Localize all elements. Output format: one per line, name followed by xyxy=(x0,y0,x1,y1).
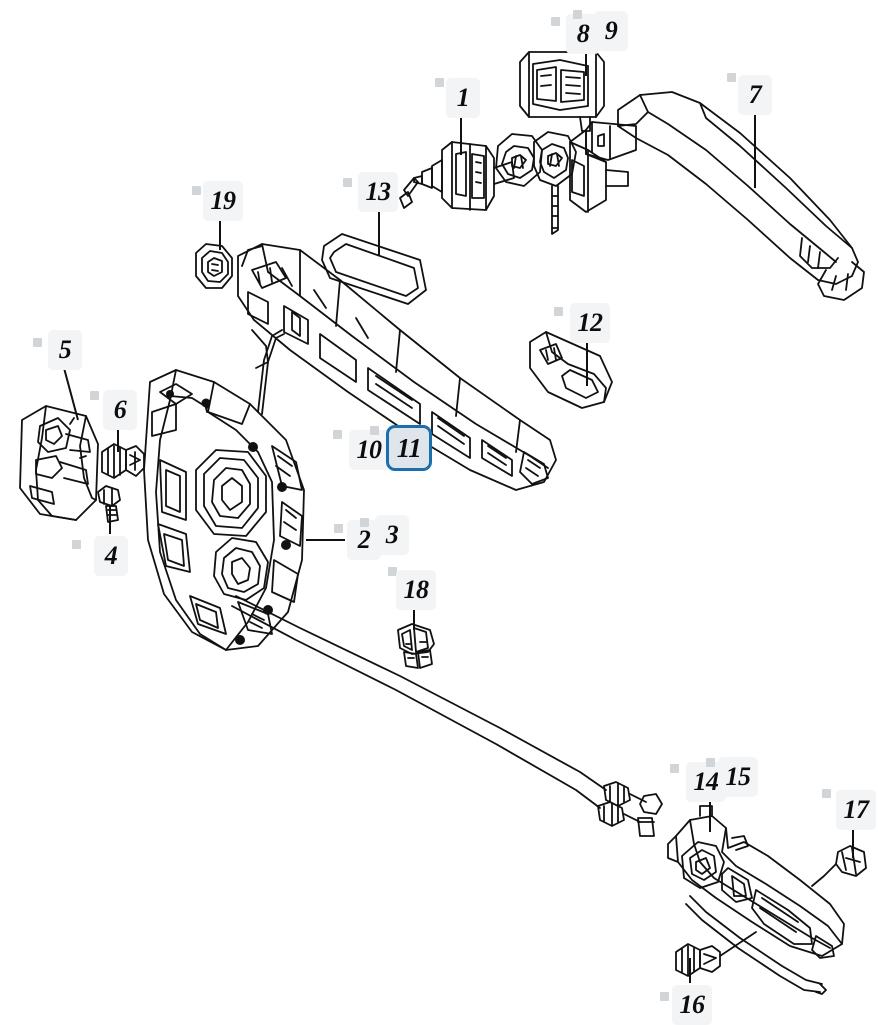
callout-19[interactable]: 19 xyxy=(203,181,243,221)
callout-1[interactable]: 1 xyxy=(446,78,480,118)
callout-marker-9 xyxy=(573,10,582,19)
callout-marker-3 xyxy=(360,518,369,527)
callout-9[interactable]: 9 xyxy=(594,11,628,51)
door-latch-assembly-part xyxy=(143,329,305,651)
callout-marker-17 xyxy=(822,789,831,798)
callout-marker-19 xyxy=(192,186,201,195)
callout-marker-12 xyxy=(554,307,563,316)
callout-marker-6 xyxy=(90,391,99,400)
callout-4[interactable]: 4 xyxy=(94,536,128,576)
lock-cylinder-part xyxy=(399,141,515,211)
inside-handle-screw-part xyxy=(675,931,757,977)
handle-end-cap-part xyxy=(519,51,605,132)
callout-marker-16 xyxy=(660,992,669,1001)
callout-marker-11 xyxy=(370,426,379,435)
callout-marker-15 xyxy=(706,758,715,767)
handle-base-frame-part xyxy=(237,243,557,491)
key-set-part xyxy=(495,131,577,235)
handle-base-gasket-part xyxy=(321,233,427,305)
lock-cylinder-cover-part xyxy=(529,331,613,409)
inside-door-handle-part xyxy=(667,805,845,995)
callout-15[interactable]: 15 xyxy=(718,757,758,797)
callout-marker-1 xyxy=(435,78,444,87)
callout-marker-18 xyxy=(388,567,397,576)
callout-7[interactable]: 7 xyxy=(738,75,772,115)
callout-marker-10 xyxy=(333,430,342,439)
callout-marker-7 xyxy=(727,73,736,82)
callout-18[interactable]: 18 xyxy=(396,570,436,610)
cable-joint-clip-part xyxy=(397,623,435,669)
callout-17[interactable]: 17 xyxy=(836,790,876,830)
door-striker-part xyxy=(19,405,99,521)
callout-marker-13 xyxy=(343,178,352,187)
outside-door-handle-part xyxy=(569,91,865,301)
callout-5[interactable]: 5 xyxy=(48,330,82,370)
callout-10[interactable]: 10 xyxy=(349,430,389,470)
callout-marker-5 xyxy=(33,338,42,347)
striker-screw-part xyxy=(101,443,145,479)
callout-6[interactable]: 6 xyxy=(103,390,137,430)
callout-marker-2 xyxy=(334,524,343,533)
cable-retainer-clip-part xyxy=(811,845,867,887)
callout-marker-4 xyxy=(72,540,81,549)
callout-11[interactable]: 11 xyxy=(386,425,432,471)
callout-marker-14 xyxy=(670,764,679,773)
callout-16[interactable]: 16 xyxy=(672,985,712,1025)
callout-12[interactable]: 12 xyxy=(570,303,610,343)
callout-marker-8 xyxy=(551,17,560,26)
lock-cylinder-seal-part xyxy=(195,243,233,289)
latch-cables-part xyxy=(231,595,663,837)
callout-3[interactable]: 3 xyxy=(375,515,409,555)
callout-13[interactable]: 13 xyxy=(358,172,398,212)
latch-screw-part xyxy=(97,485,121,523)
